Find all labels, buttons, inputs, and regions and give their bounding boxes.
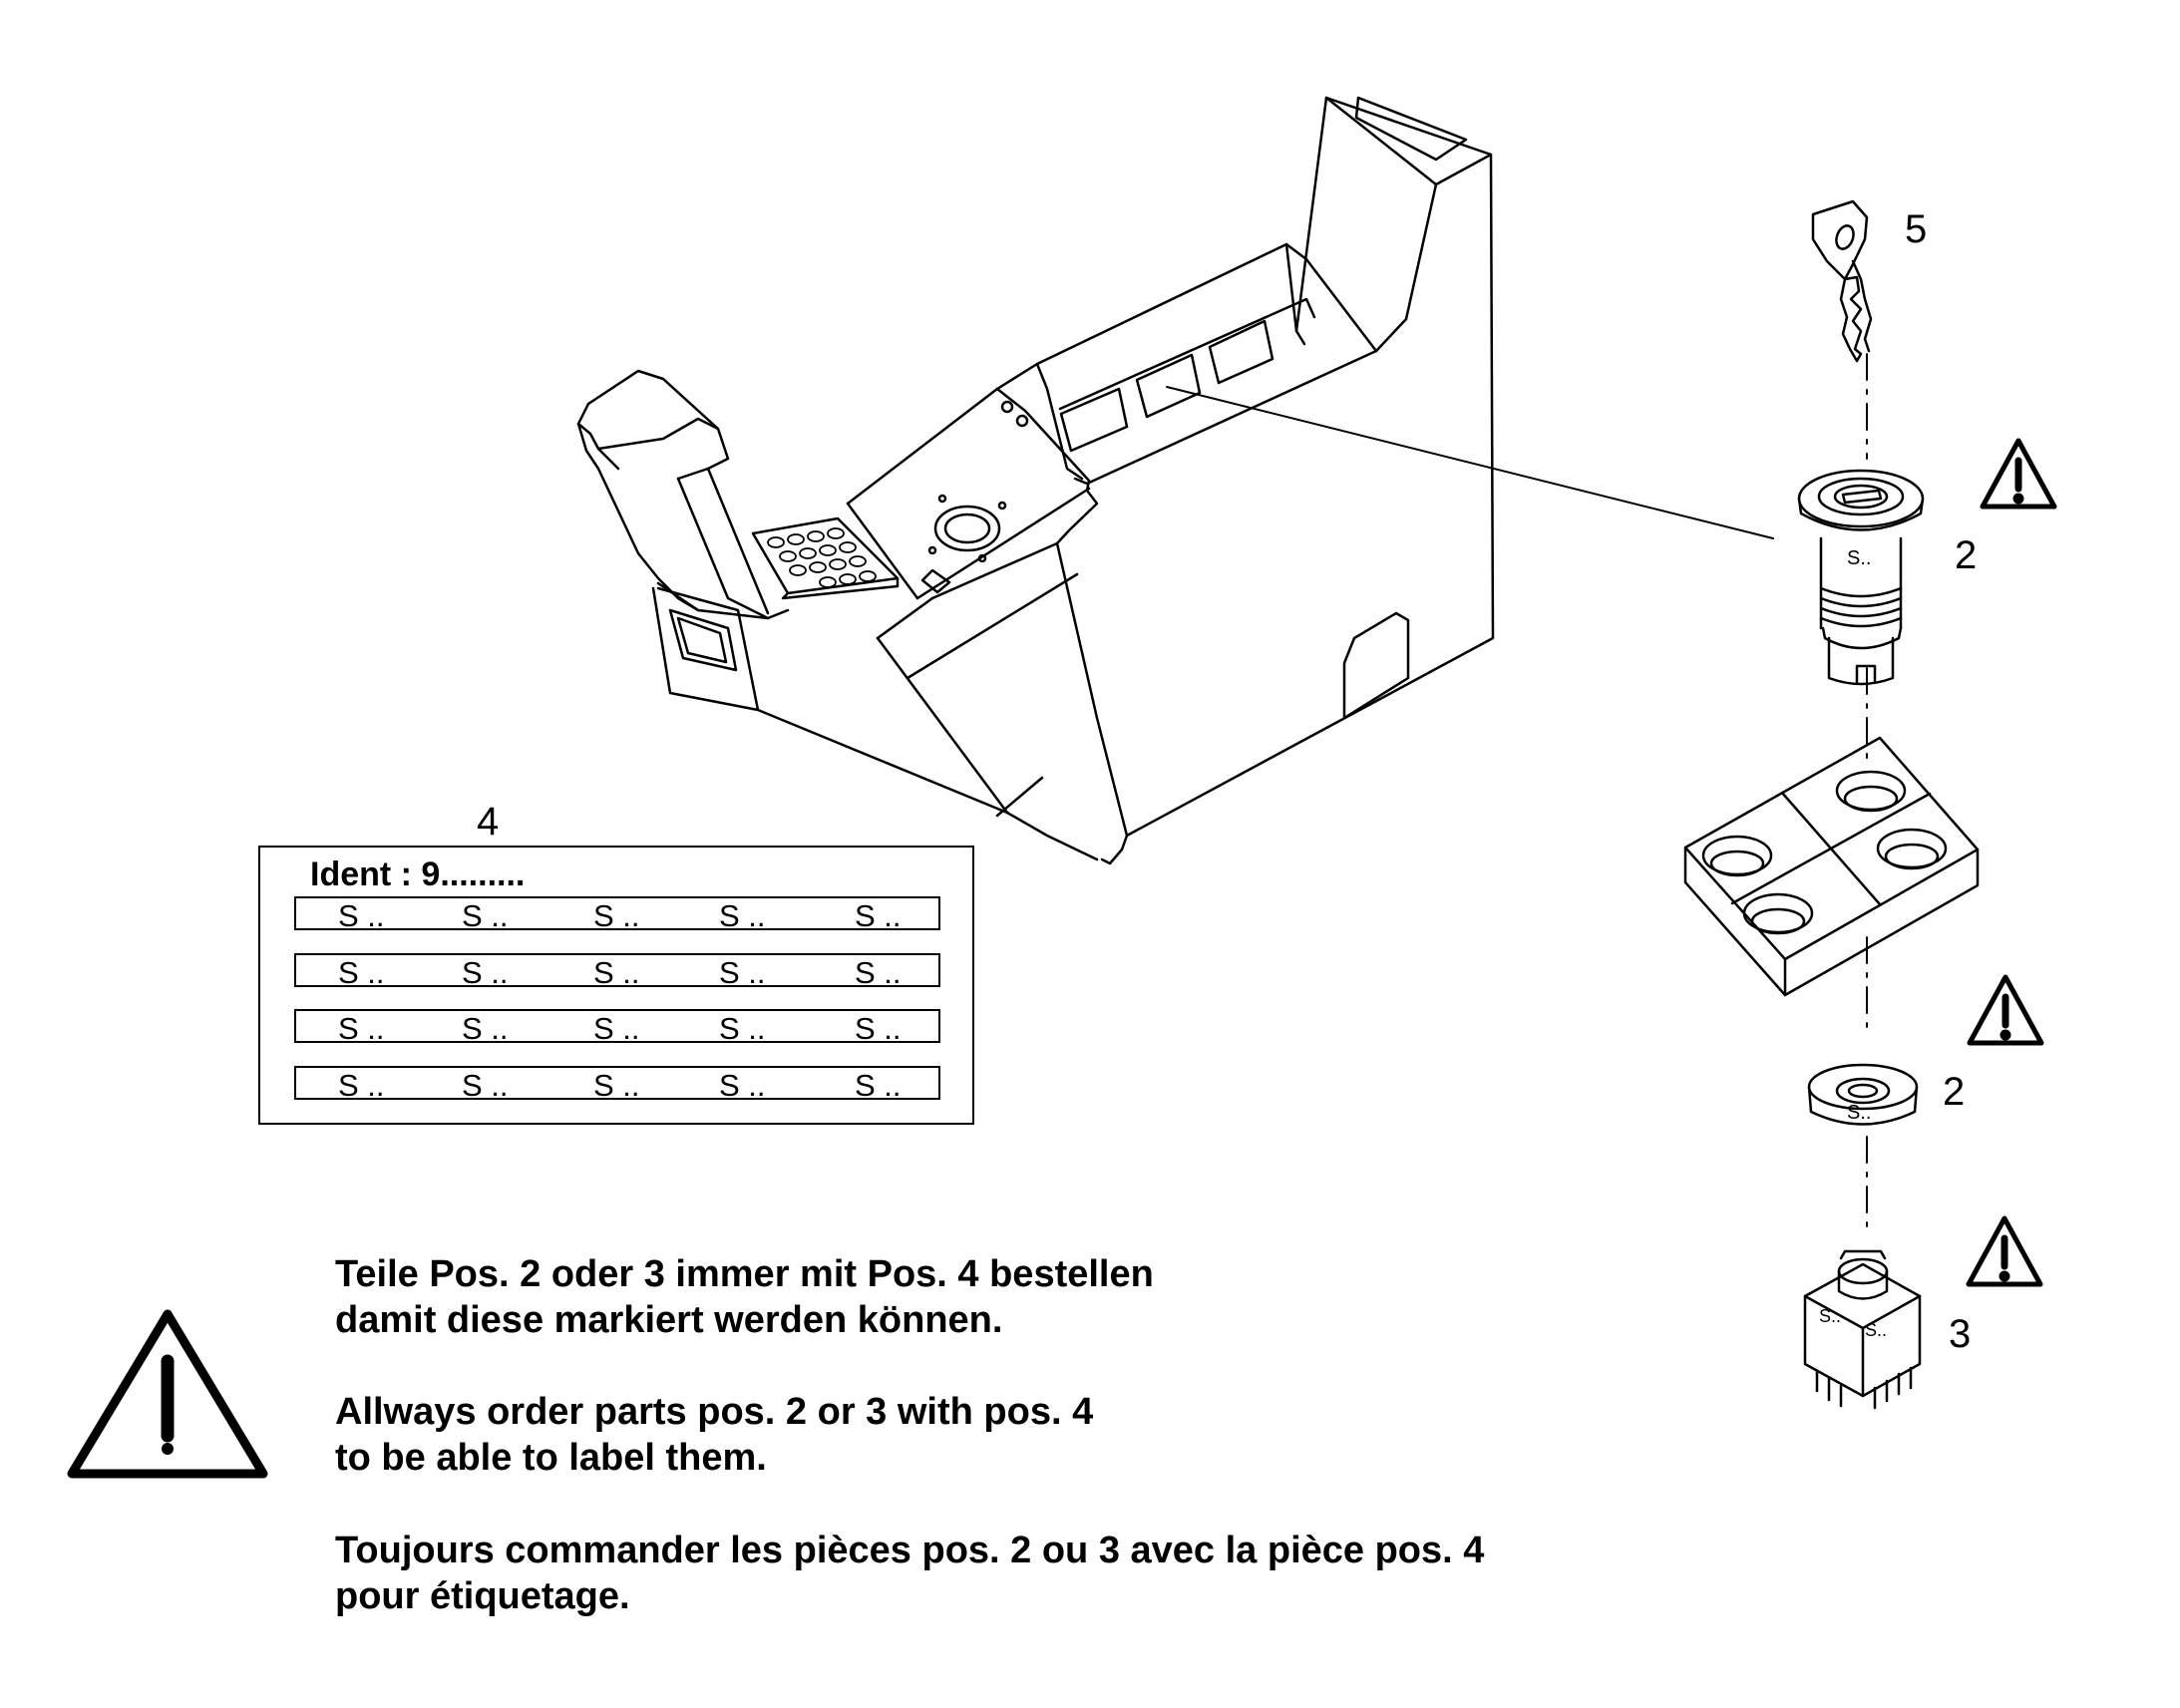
label-card-row: S .. S .. S .. S .. S .. [294,953,940,990]
lock-mark: S.. [1847,547,1871,569]
note-line: Toujours commander les pièces pos. 2 ou … [335,1530,1485,1571]
note-english: Allways order parts pos. 2 or 3 with pos… [335,1389,1093,1481]
warning-triangle-icon [1980,438,2057,510]
label-card-cell: S .. [719,1011,766,1046]
label-card-cell: S .. [462,1011,509,1046]
note-line: damit diese markiert werden können. [335,1299,1003,1341]
callout-key: 5 [1905,207,1928,251]
switch-mark-right: S.. [1865,1320,1887,1340]
label-card-cell: S .. [338,898,385,933]
label-card-cell: S .. [593,1011,640,1046]
label-card-cell: S .. [462,1068,509,1103]
note-line: pour étiquetage. [335,1575,630,1617]
label-plate-part [1683,736,1980,997]
label-card-cell: S .. [338,1011,385,1046]
key-part [1811,199,1873,363]
label-card-row: S .. S .. S .. S .. S .. [294,896,940,933]
note-line: Teile Pos. 2 oder 3 immer mit Pos. 4 bes… [335,1253,1154,1295]
lock-cylinder-part [1797,469,1925,686]
label-card-cell: S .. [855,898,902,933]
note-french: Toujours commander les pièces pos. 2 ou … [335,1528,1484,1619]
label-card-cell: S .. [593,898,640,933]
note-line: to be able to label them. [335,1437,767,1479]
switch-mark-left: S.. [1819,1306,1841,1326]
lock-ring-part [1807,1063,1919,1126]
label-card-row: S .. S .. S .. S .. S .. [294,1066,940,1103]
callout-lock-upper: 2 [1955,533,1978,577]
label-card-cell: S .. [855,1011,902,1046]
console-assembly [576,96,1774,865]
note-german: Teile Pos. 2 oder 3 immer mit Pos. 4 bes… [335,1251,1154,1343]
callout-label-card: 4 [477,800,500,844]
label-card-cell: S .. [338,955,385,990]
note-line: Allways order parts pos. 2 or 3 with pos… [335,1391,1094,1433]
label-card-cell: S .. [593,955,640,990]
label-card-cell: S .. [719,955,766,990]
label-card-cell: S .. [593,1068,640,1103]
warning-triangle-icon [1966,1215,2043,1287]
label-card-cell: S .. [855,1068,902,1103]
label-card-cell: S .. [462,898,509,933]
label-card-row: S .. S .. S .. S .. S .. [294,1009,940,1046]
warning-triangle-icon [1967,974,2044,1046]
label-card-cell: S .. [855,955,902,990]
label-card: Ident : 9......... S ..S ..S ..S ..S ..S… [258,846,974,1125]
switch-part [1803,1249,1922,1410]
label-card-cell: S .. [719,1068,766,1103]
warning-triangle-icon [67,1309,268,1479]
callout-switch: 3 [1949,1312,1972,1356]
ident-label: Ident : 9......... [310,855,526,893]
callout-lock-ring: 2 [1943,1070,1966,1114]
label-card-cell: S .. [719,898,766,933]
label-card-cell: S .. [462,955,509,990]
label-card-cell: S .. [338,1068,385,1103]
ring-mark: S.. [1847,1102,1871,1124]
